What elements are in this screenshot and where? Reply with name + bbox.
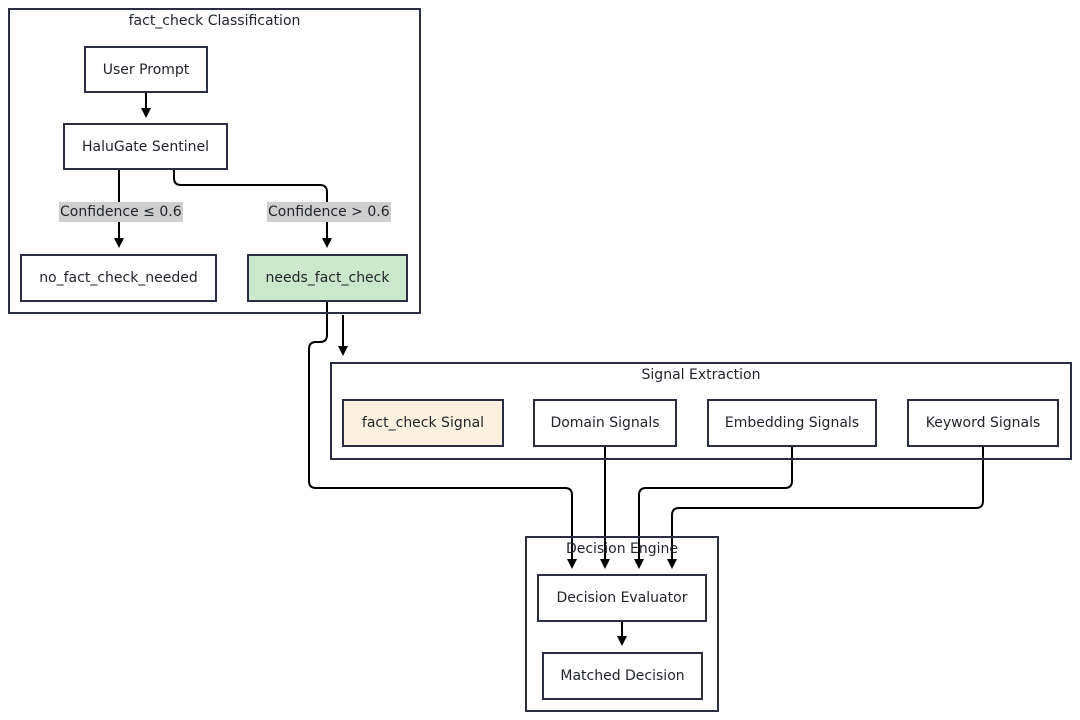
no-fact-check-needed-node[interactable]: no_fact_check_needed bbox=[20, 254, 217, 302]
embedding-signals-node[interactable]: Embedding Signals bbox=[707, 399, 877, 447]
classification-cluster-title: fact_check Classification bbox=[128, 13, 301, 29]
domain-signals-node[interactable]: Domain Signals bbox=[533, 399, 677, 447]
signal-extraction-cluster: Signal Extraction bbox=[330, 362, 1072, 460]
user-prompt-node[interactable]: User Prompt bbox=[84, 46, 208, 93]
decision-engine-cluster: Decision Engine bbox=[525, 536, 719, 712]
high-confidence-edge-label: Confidence > 0.6 bbox=[267, 202, 391, 222]
decision-engine-cluster-title: Decision Engine bbox=[565, 541, 679, 557]
fact-check-signal-node[interactable]: fact_check Signal bbox=[342, 399, 504, 447]
low-confidence-edge-label: Confidence ≤ 0.6 bbox=[59, 202, 183, 222]
matched-decision-node[interactable]: Matched Decision bbox=[542, 652, 703, 700]
decision-evaluator-node[interactable]: Decision Evaluator bbox=[537, 574, 707, 622]
needs-fact-check-node[interactable]: needs_fact_check bbox=[247, 254, 408, 302]
keyword-signals-node[interactable]: Keyword Signals bbox=[907, 399, 1059, 447]
halugate-sentinel-node[interactable]: HaluGate Sentinel bbox=[63, 123, 228, 170]
signal-extraction-cluster-title: Signal Extraction bbox=[641, 367, 761, 383]
classification-cluster: fact_check Classification bbox=[8, 8, 421, 314]
